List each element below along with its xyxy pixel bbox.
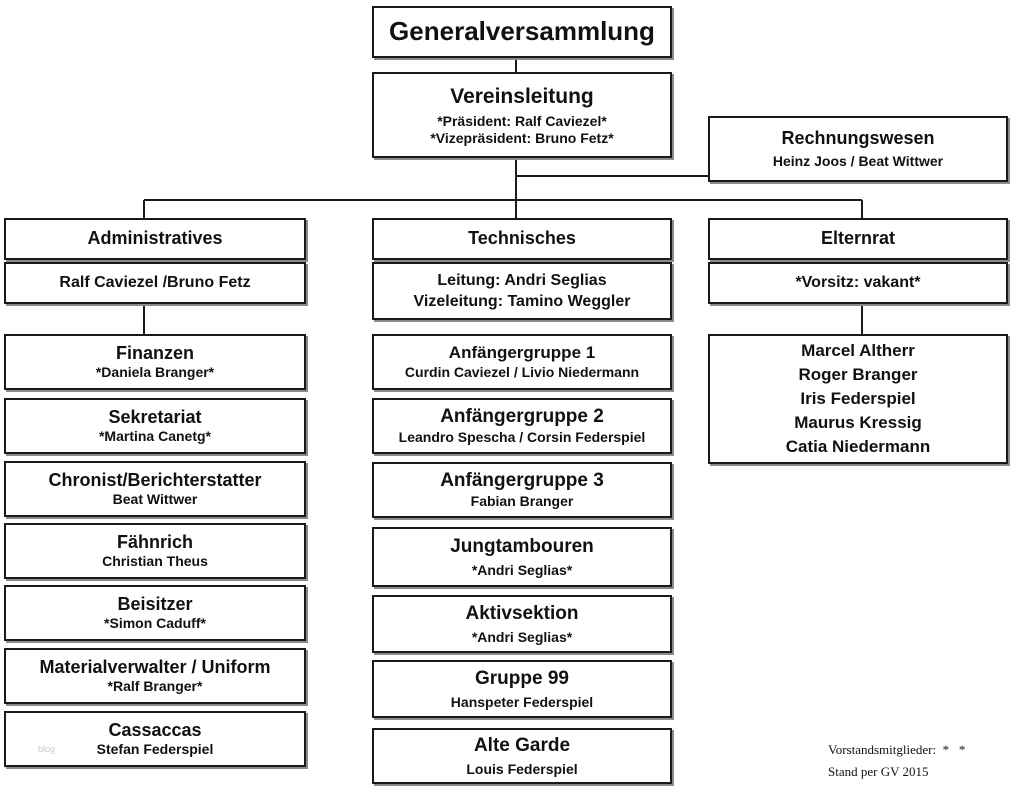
administrative-header: Administratives xyxy=(4,218,306,260)
parents-council-members: Marcel Altherr Roger Branger Iris Feders… xyxy=(708,334,1008,464)
administrative-lead: Ralf Caviezel /Bruno Fetz xyxy=(4,262,306,304)
technical-lead: Leitung: Andri Seglias Vizeleitung: Tami… xyxy=(372,262,672,320)
unit-secretariat: Sekretariat *Martina Canetg* xyxy=(4,398,306,454)
leadership-box: Vereinsleitung *Präsident: Ralf Caviezel… xyxy=(372,72,672,158)
accounting-members: Heinz Joos / Beat Wittwer xyxy=(772,153,944,170)
unit-group-99: Gruppe 99 Hanspeter Federspiel xyxy=(372,660,672,718)
general-assembly-title: Generalversammlung xyxy=(389,16,655,47)
parents-council-lead: *Vorsitz: vakant* xyxy=(708,262,1008,304)
board-members-note: Vorstandsmitglieder: * * xyxy=(828,742,966,757)
unit-flag-bearer: Fähnrich Christian Theus xyxy=(4,523,306,579)
unit-cassaccas: Cassaccas Stefan Federspiel xyxy=(4,711,306,767)
unit-old-guard: Alte Garde Louis Federspiel xyxy=(372,728,672,784)
leadership-vice-president: *Vizepräsident: Bruno Fetz* xyxy=(430,129,614,146)
status-note: Stand per GV 2015 xyxy=(828,764,929,779)
unit-beginner-group-2: Anfängergruppe 2 Leandro Spescha / Corsi… xyxy=(372,398,672,454)
member-5: Catia Niedermann xyxy=(785,437,931,457)
accounting-box: Rechnungswesen Heinz Joos / Beat Wittwer xyxy=(708,116,1008,182)
leadership-president: *Präsident: Ralf Caviezel* xyxy=(437,112,607,129)
unit-finances: Finanzen *Daniela Branger* xyxy=(4,334,306,390)
member-3: Iris Federspiel xyxy=(800,388,916,408)
parents-council-header: Elternrat xyxy=(708,218,1008,260)
unit-junior-drummers: Jungtambouren *Andri Seglias* xyxy=(372,527,672,587)
unit-beginner-group-1: Anfängergruppe 1 Curdin Caviezel / Livio… xyxy=(372,334,672,390)
member-2: Roger Branger xyxy=(798,364,918,384)
unit-beginner-group-3: Anfängergruppe 3 Fabian Branger xyxy=(372,462,672,518)
general-assembly-box: Generalversammlung xyxy=(372,6,672,58)
technical-header: Technisches xyxy=(372,218,672,260)
unit-assessor: Beisitzer *Simon Caduff* xyxy=(4,585,306,641)
member-1: Marcel Altherr xyxy=(801,340,915,360)
member-4: Maurus Kressig xyxy=(794,413,922,433)
watermark: blog xyxy=(38,744,56,754)
leadership-title: Vereinsleitung xyxy=(450,84,594,108)
unit-chronicler: Chronist/Berichterstatter Beat Wittwer xyxy=(4,461,306,517)
accounting-title: Rechnungswesen xyxy=(781,127,935,148)
unit-material-manager: Materialverwalter / Uniform *Ralf Brange… xyxy=(4,648,306,704)
unit-active-section: Aktivsektion *Andri Seglias* xyxy=(372,595,672,653)
